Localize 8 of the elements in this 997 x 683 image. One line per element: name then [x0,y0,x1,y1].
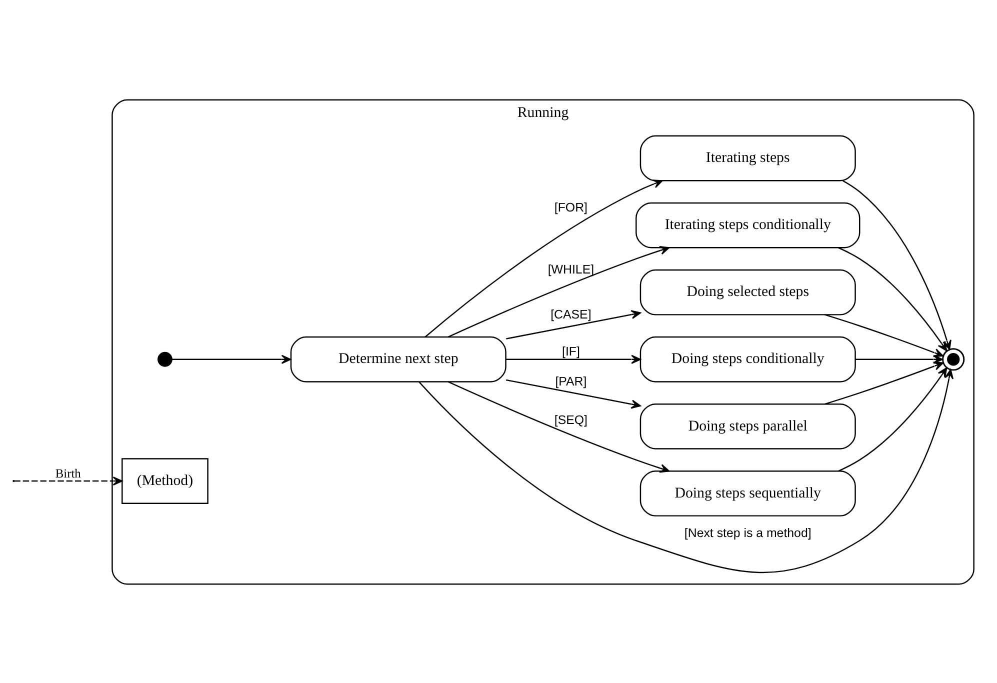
edge-label: [WHILE] [548,262,594,276]
edge-label: [CASE] [550,306,592,321]
edge-label: [IF] [562,344,580,358]
edge-label: [SEQ] [554,412,588,426]
edge-label: [Next step is a method] [684,525,812,540]
edge-label: Birth [55,466,81,480]
edge-label: [PAR] [555,374,587,388]
edge-label: [FOR] [554,200,588,214]
